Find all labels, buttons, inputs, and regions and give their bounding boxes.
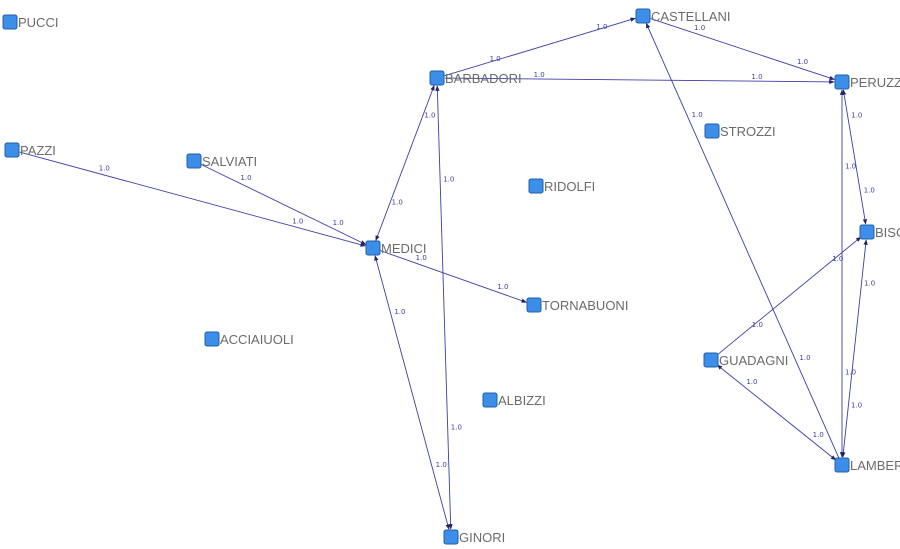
node-peruzzi[interactable]: PERUZZ [834, 74, 900, 90]
node-label: TORNABUONI [542, 298, 628, 313]
node-box[interactable] [528, 178, 544, 194]
node-strozzi[interactable]: STROZZI [704, 123, 776, 139]
node-barbadori[interactable]: BARBADORI [429, 70, 522, 86]
node-label: MEDICI [381, 241, 427, 256]
edge-barbadori-peruzzi [444, 77, 835, 85]
edge-weight-label: 1.0 [443, 175, 454, 183]
node-label: RIDOLFI [544, 179, 595, 194]
node-label: GINORI [459, 530, 505, 545]
edge-weight-label: 1.0 [864, 187, 875, 195]
node-box[interactable] [834, 457, 850, 473]
edge-weight-label: 1.0 [692, 111, 703, 119]
node-box[interactable] [4, 142, 20, 158]
node-lamberteschi[interactable]: LAMBER [834, 457, 900, 473]
edge-weight-label: 1.0 [424, 112, 435, 120]
edge-weight-label: 1.0 [99, 165, 110, 173]
edge-weight-label: 1.0 [436, 461, 447, 469]
edge-weight-label: 1.0 [851, 401, 862, 409]
node-bischeri[interactable]: BISC [859, 224, 900, 240]
edge-weight-label: 1.0 [292, 217, 303, 225]
node-box[interactable] [482, 392, 498, 408]
node-box[interactable] [2, 14, 18, 30]
edge-pazzi-medici [19, 151, 366, 247]
edge-barbadori-ginori [435, 85, 453, 530]
node-box[interactable] [204, 331, 220, 347]
nodes-layer: PUCCI PAZZI SALVIATI MEDICI ACCIAIUOLI BARBAD… [2, 8, 900, 545]
node-box[interactable] [443, 529, 459, 545]
edge-lamberteschi-castellani [645, 22, 840, 458]
edge-weight-label: 1.0 [534, 71, 545, 79]
edge-weight-label: 1.0 [799, 354, 810, 362]
node-label: ALBIZZI [498, 393, 546, 408]
edge-weight-label: 1.0 [392, 198, 403, 206]
node-castellani[interactable]: CASTELLANI [635, 8, 730, 24]
node-box[interactable] [859, 224, 875, 240]
node-guadagni[interactable]: GUADAGNI [703, 352, 788, 368]
node-box[interactable] [704, 123, 720, 139]
edge-weight-label: 1.0 [751, 73, 762, 81]
edge-weight-label: 1.0 [497, 283, 508, 291]
edge-weight-label: 1.0 [832, 255, 843, 263]
node-tornabuoni[interactable]: TORNABUONI [526, 297, 628, 313]
node-label: STROZZI [720, 124, 776, 139]
node-box[interactable] [429, 70, 445, 86]
edge-weight-label: 1.0 [797, 58, 808, 66]
node-box[interactable] [526, 297, 542, 313]
edge-weight-label: 1.0 [746, 378, 757, 386]
edge-medici-ginori [374, 255, 450, 530]
node-medici[interactable]: MEDICI [365, 240, 427, 256]
edge-weight-label: 1.0 [694, 24, 705, 32]
node-label: ACCIAIUOLI [220, 332, 294, 347]
node-label: LAMBER [850, 458, 900, 473]
edge-weight-label: 1.0 [240, 174, 251, 182]
node-label: SALVIATI [202, 154, 257, 169]
node-box[interactable] [703, 352, 719, 368]
edge-weight-label: 1.0 [752, 321, 763, 329]
node-box[interactable] [635, 8, 651, 24]
node-box[interactable] [365, 240, 381, 256]
node-box[interactable] [186, 153, 202, 169]
edge-castellani-peruzzi [650, 18, 835, 81]
node-label: GUADAGNI [719, 353, 788, 368]
edge-weight-label: 1.0 [490, 55, 501, 63]
edge-bischeri-lamberteschi [841, 239, 868, 458]
edge-guadagni-lamberteschi [716, 364, 837, 461]
node-pucci[interactable]: PUCCI [2, 14, 58, 30]
node-label: PUCCI [18, 15, 58, 30]
edge-weight-label: 1.0 [813, 431, 824, 439]
edge-medici-barbadori [375, 84, 435, 242]
node-label: BARBADORI [445, 71, 522, 86]
node-albizzi[interactable]: ALBIZZI [482, 392, 546, 408]
node-label: CASTELLANI [651, 9, 730, 24]
edge-salviati-medici [200, 164, 367, 245]
node-ridolfi[interactable]: RIDOLFI [528, 178, 595, 194]
edge-weight-label: 1.0 [394, 308, 405, 316]
edge-weight-label: 1.0 [333, 219, 344, 227]
edge-weight-label: 1.0 [864, 280, 875, 288]
edge-weight-label: 1.0 [851, 111, 862, 119]
node-ginori[interactable]: GINORI [443, 529, 505, 545]
edge-weight-label: 1.0 [451, 424, 462, 432]
node-box[interactable] [834, 74, 850, 90]
edge-medici-tornabuoni [380, 250, 527, 303]
node-label: BISC [875, 225, 900, 240]
edge-weight-label: 1.0 [845, 163, 856, 171]
edges-layer: 1.0 1.0 1.0 1.0 1.0 1.0 1.0 1.0 1.0 1.0 1.0 1.0 1.0 1… [19, 17, 875, 530]
edge-barbadori-castellani [444, 17, 636, 77]
node-pazzi[interactable]: PAZZI [4, 142, 56, 158]
edge-peruzzi-bischeri [841, 89, 868, 225]
node-label: PAZZI [20, 143, 56, 158]
edge-guadagni-bischeri [716, 236, 862, 356]
edge-weight-label: 1.0 [596, 23, 607, 31]
node-salviati[interactable]: SALVIATI [186, 153, 257, 169]
node-acciaiuoli[interactable]: ACCIAIUOLI [204, 331, 294, 347]
node-label: PERUZZ [850, 75, 900, 90]
edge-weight-label: 1.0 [845, 368, 856, 376]
